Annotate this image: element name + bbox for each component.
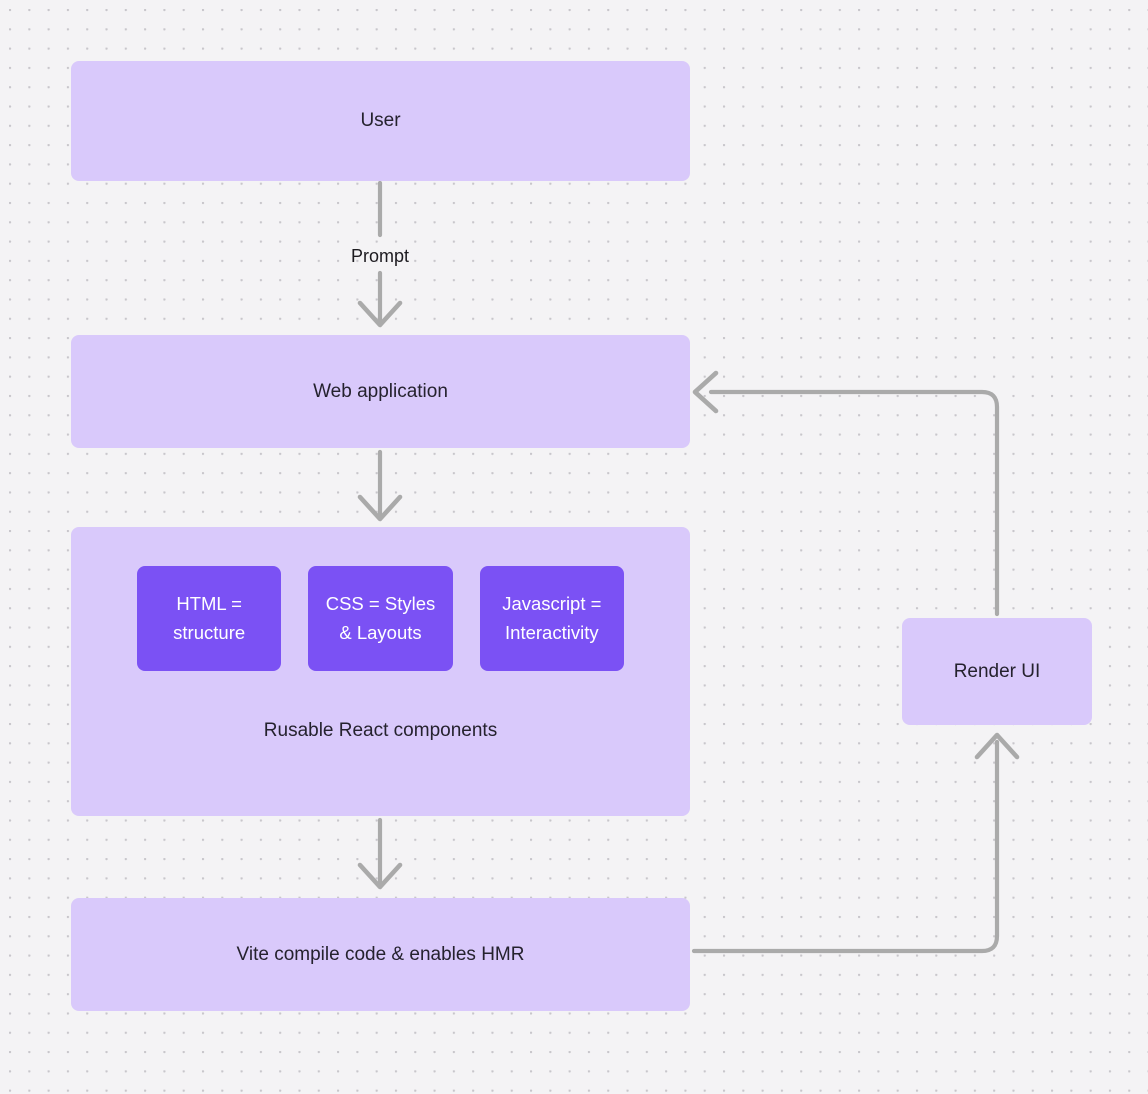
node-javascript-interactivity-line1: Javascript = <box>502 592 602 614</box>
react-components-caption: Rusable React components <box>263 720 498 741</box>
node-vite-compile-label: Vite compile code & enables HMR <box>236 943 525 965</box>
node-user[interactable]: User <box>71 61 690 181</box>
arrowhead-webapp-to-components <box>357 494 403 522</box>
node-web-application[interactable]: Web application <box>71 335 690 448</box>
node-css-styles[interactable]: CSS = Styles & Layouts <box>308 566 453 671</box>
node-react-components[interactable]: HTML = structure CSS = Styles & Layouts … <box>71 527 690 816</box>
edge-label-prompt: Prompt <box>350 246 410 266</box>
edge-render-to-webapp <box>708 389 1000 617</box>
node-render-ui[interactable]: Render UI <box>902 618 1092 725</box>
arrowhead-render-to-webapp <box>692 370 719 414</box>
node-user-label: User <box>360 110 401 132</box>
node-javascript-interactivity[interactable]: Javascript = Interactivity <box>479 566 624 671</box>
node-render-ui-label: Render UI <box>953 660 1041 682</box>
node-html-structure-line1: HTML = <box>176 592 242 614</box>
react-components-row: HTML = structure CSS = Styles & Layouts … <box>137 566 624 671</box>
node-vite-compile[interactable]: Vite compile code & enables HMR <box>71 898 690 1011</box>
node-css-styles-line1: CSS = Styles <box>325 592 436 614</box>
arrowhead-vite-to-render <box>974 732 1020 760</box>
node-html-structure-line2: structure <box>173 621 246 643</box>
arrowhead-components-to-vite <box>357 862 403 890</box>
node-web-application-label: Web application <box>313 380 448 402</box>
arrowhead-prompt-to-webapp <box>357 300 403 328</box>
node-html-structure[interactable]: HTML = structure <box>137 566 282 671</box>
node-css-styles-line2: & Layouts <box>339 621 422 643</box>
edge-vite-to-render <box>691 739 1000 954</box>
node-javascript-interactivity-line2: Interactivity <box>505 621 599 643</box>
